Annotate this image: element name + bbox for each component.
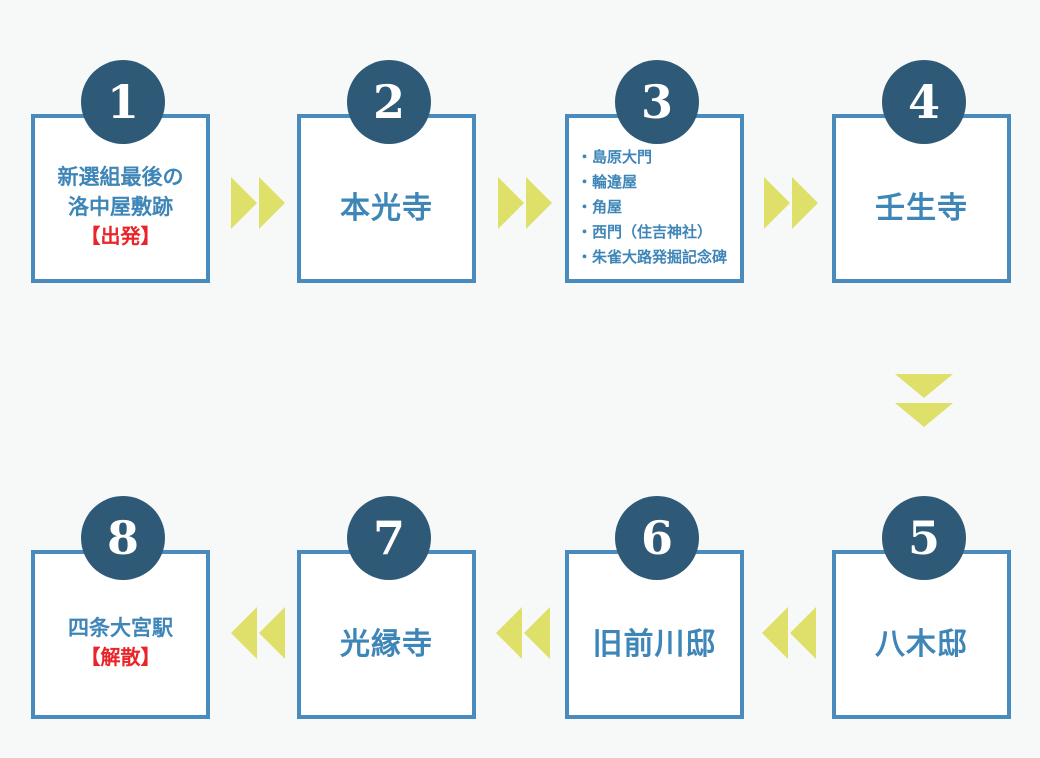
- step-3-item: 輪違屋: [577, 170, 740, 195]
- step-1-tag: 【出発】: [80, 223, 161, 248]
- arrow-right-icon: [231, 177, 285, 229]
- step-1-line-1: 新選組最後の: [57, 164, 184, 189]
- step-8-line-1: 四条大宮駅: [68, 615, 173, 640]
- step-2-number: 2: [347, 60, 431, 144]
- step-4-number: 4: [882, 60, 966, 144]
- step-3-item: 島原大門: [577, 145, 740, 170]
- step-5-label: 八木邸: [875, 626, 968, 662]
- step-8-box: 四条大宮駅 【解散】: [31, 550, 210, 719]
- step-7-number: 7: [347, 496, 431, 580]
- arrow-left-icon: [496, 607, 550, 659]
- step-1-line-2: 洛中屋敷跡: [68, 194, 173, 219]
- step-7-label: 光縁寺: [340, 626, 433, 662]
- arrow-right-icon: [764, 177, 818, 229]
- step-6-label: 旧前川邸: [592, 626, 717, 662]
- step-6-number: 6: [615, 496, 699, 580]
- step-3-number: 3: [615, 60, 699, 144]
- arrow-right-icon: [498, 177, 552, 229]
- step-3-item: 西門（住吉神社）: [577, 220, 740, 245]
- step-4-label: 壬生寺: [875, 190, 968, 226]
- arrow-left-icon: [231, 607, 285, 659]
- step-1-number: 1: [81, 60, 165, 144]
- step-3-item: 朱雀大路発掘記念碑: [577, 245, 740, 270]
- step-5-number: 5: [882, 496, 966, 580]
- step-3-list: 島原大門 輪違屋 角屋 西門（住吉神社） 朱雀大路発掘記念碑: [569, 145, 740, 270]
- step-3-item: 角屋: [577, 195, 740, 220]
- arrow-left-icon: [762, 607, 816, 659]
- step-8-number: 8: [81, 496, 165, 580]
- arrow-down-icon: [895, 374, 953, 427]
- step-2-label: 本光寺: [340, 190, 433, 226]
- step-8-tag: 【解散】: [80, 644, 161, 669]
